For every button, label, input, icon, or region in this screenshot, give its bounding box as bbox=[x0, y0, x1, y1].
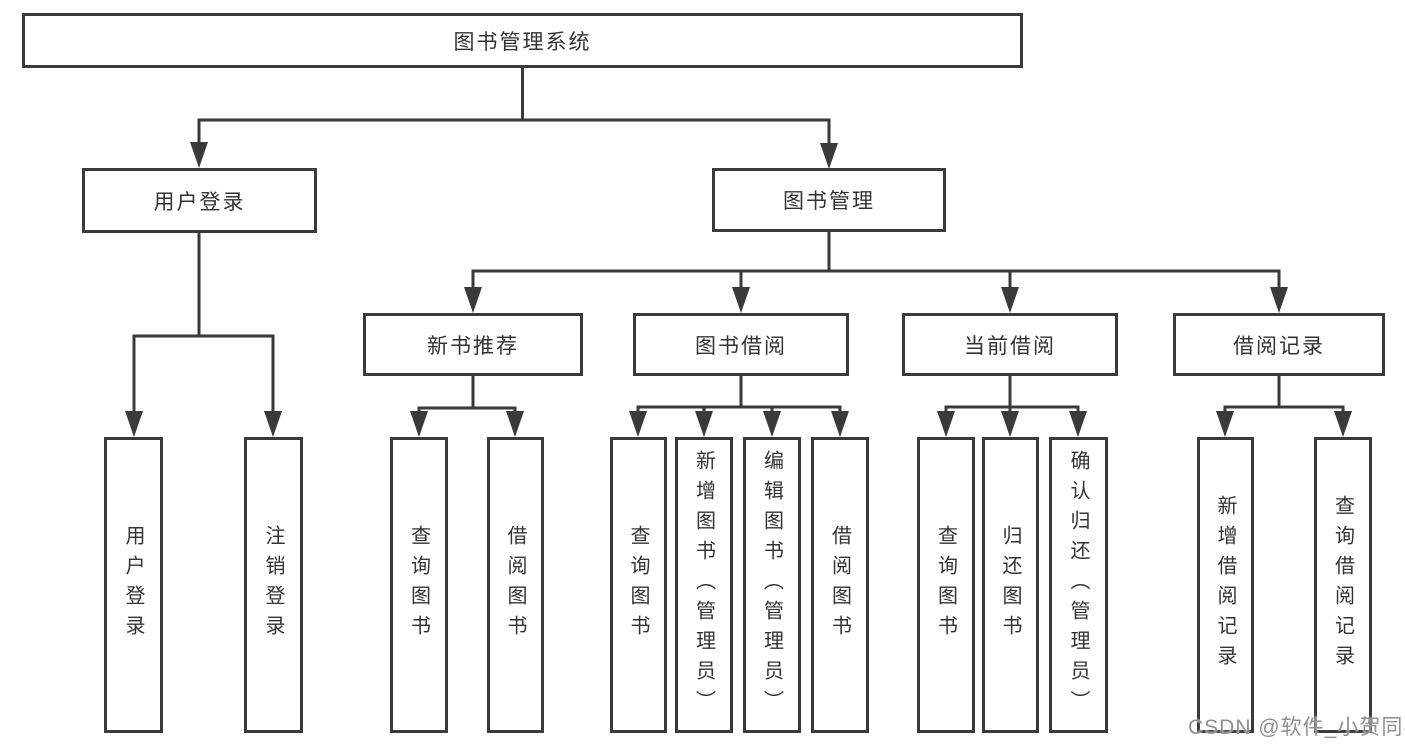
node-book-borrowing-label: 图书借阅 bbox=[695, 334, 787, 358]
arrowhead-d2 bbox=[1001, 411, 1019, 437]
arrowhead-borrow-record bbox=[1270, 287, 1288, 313]
node-leaf-borrow-book-borrowing: 借阅图书 bbox=[811, 437, 869, 733]
node-leaf-edit-book-admin: 编辑图书（管理员） bbox=[743, 437, 801, 733]
node-leaf-query-book-current-label: 查询图书 bbox=[934, 525, 957, 645]
node-leaf-query-book-newrec-label: 查询图书 bbox=[407, 525, 430, 645]
arrowhead-c1 bbox=[629, 411, 647, 437]
arrowhead-book-mgmt bbox=[820, 143, 838, 169]
node-leaf-query-book-newrec: 查询图书 bbox=[390, 437, 448, 733]
node-leaf-confirm-return-admin: 确认归还（管理员） bbox=[1049, 437, 1108, 733]
watermark: CSDN @软件_小贺同学 bbox=[1188, 716, 1405, 739]
node-current-borrowing-label: 当前借阅 bbox=[964, 334, 1056, 358]
node-leaf-logout-label: 注销登录 bbox=[262, 525, 284, 645]
node-leaf-query-book-borrowing: 查询图书 bbox=[610, 437, 667, 733]
node-user-login: 用户登录 bbox=[82, 168, 317, 233]
node-leaf-query-borrow-record: 查询借阅记录 bbox=[1314, 437, 1372, 733]
node-leaf-user-login: 用户登录 bbox=[104, 437, 163, 733]
arrowhead-d1 bbox=[937, 411, 955, 437]
node-leaf-add-book-admin: 新增图书（管理员） bbox=[675, 437, 733, 733]
node-leaf-user-login-label: 用户登录 bbox=[122, 525, 144, 645]
node-leaf-borrow-book-newrec: 借阅图书 bbox=[487, 437, 544, 733]
arrowhead-new-book bbox=[464, 287, 482, 313]
node-leaf-confirm-return-admin-label: 确认归还（管理员） bbox=[1067, 450, 1089, 720]
arrowhead-d3 bbox=[1069, 411, 1087, 437]
node-library-management-system-label: 图书管理系统 bbox=[453, 30, 592, 54]
node-library-management-system: 图书管理系统 bbox=[22, 13, 1023, 68]
node-new-book-recommendation: 新书推荐 bbox=[363, 313, 583, 376]
arrowhead-c3 bbox=[763, 411, 781, 437]
arrowhead-b2 bbox=[506, 411, 524, 437]
node-leaf-query-book-current: 查询图书 bbox=[917, 437, 975, 733]
node-leaf-return-book: 归还图书 bbox=[982, 437, 1039, 733]
node-leaf-add-book-admin-label: 新增图书（管理员） bbox=[692, 450, 715, 720]
node-leaf-borrow-book-borrowing-label: 借阅图书 bbox=[828, 525, 851, 645]
arrowhead-user-login bbox=[190, 142, 208, 168]
node-leaf-return-book-label: 归还图书 bbox=[999, 525, 1021, 645]
node-leaf-borrow-book-newrec-label: 借阅图书 bbox=[504, 525, 526, 645]
node-user-login-label: 用户登录 bbox=[153, 190, 246, 214]
arrowhead-book-borrow bbox=[732, 287, 750, 313]
node-current-borrowing: 当前借阅 bbox=[902, 313, 1118, 376]
arrowhead-leaf-logout bbox=[264, 411, 282, 437]
node-leaf-edit-book-admin-label: 编辑图书（管理员） bbox=[760, 450, 783, 720]
node-borrowing-record-label: 借阅记录 bbox=[1233, 334, 1325, 358]
node-leaf-query-book-borrowing-label: 查询图书 bbox=[627, 525, 649, 645]
arrowhead-current-borrow bbox=[1001, 287, 1019, 313]
arrowhead-e2 bbox=[1334, 411, 1352, 437]
node-book-management-label: 图书管理 bbox=[783, 190, 875, 213]
arrowhead-leaf-user-login bbox=[125, 411, 143, 437]
node-new-book-recommendation-label: 新书推荐 bbox=[427, 334, 519, 358]
arrowhead-b1 bbox=[410, 411, 428, 437]
node-borrowing-record: 借阅记录 bbox=[1173, 313, 1385, 376]
node-leaf-add-borrow-record: 新增借阅记录 bbox=[1197, 437, 1254, 733]
arrowhead-c2 bbox=[695, 411, 713, 437]
arrowhead-c4 bbox=[831, 411, 849, 437]
node-leaf-add-borrow-record-label: 新增借阅记录 bbox=[1214, 495, 1236, 675]
node-book-borrowing: 图书借阅 bbox=[633, 313, 849, 376]
node-leaf-query-borrow-record-label: 查询借阅记录 bbox=[1331, 495, 1354, 675]
arrowhead-e1 bbox=[1216, 411, 1234, 437]
node-book-management: 图书管理 bbox=[712, 168, 946, 232]
node-leaf-logout: 注销登录 bbox=[244, 437, 303, 733]
